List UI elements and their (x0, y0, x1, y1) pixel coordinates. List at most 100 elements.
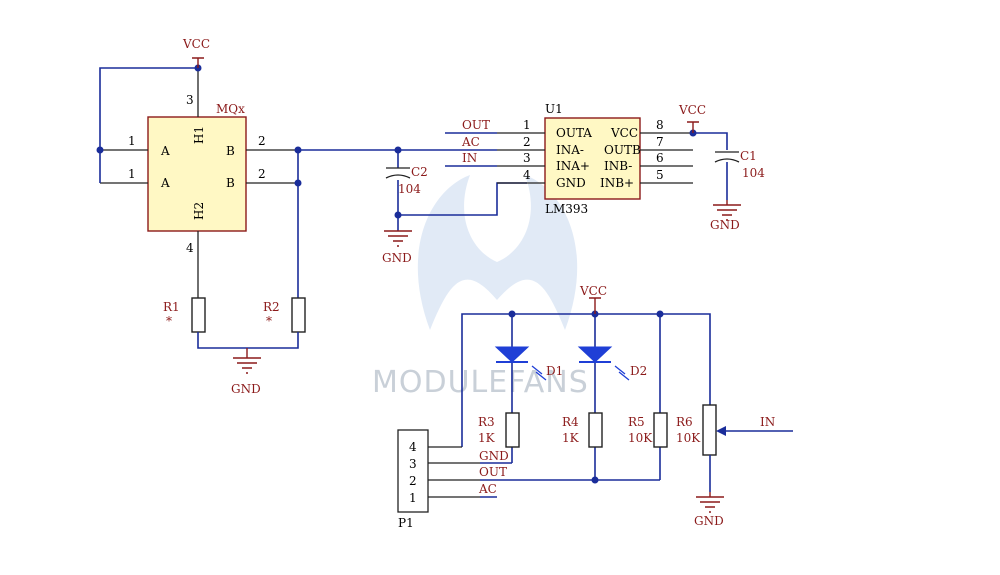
u1-pin6: 6 (656, 151, 664, 165)
net-in: IN (462, 151, 477, 165)
u1-pin1: 1 (523, 118, 531, 132)
ground-symbol (233, 348, 261, 374)
watermark-logo (417, 175, 578, 330)
sensor-wires (99, 67, 398, 298)
watermark-text: MODULEFANS (372, 365, 589, 400)
r4-value: 1K (562, 431, 580, 445)
c1-value: 104 (742, 166, 765, 180)
net-ac: AC (461, 135, 480, 149)
r5-ref: R5 (628, 415, 645, 429)
r1-value: * (166, 314, 172, 328)
u1-part: LM393 (545, 202, 588, 216)
p1-net-gnd: GND (479, 449, 509, 463)
gnd-label-sensor: GND (231, 382, 261, 396)
resistor-r3 (505, 412, 520, 448)
u1-pin5: 5 (656, 168, 664, 182)
p1-ref: P1 (398, 516, 414, 530)
resistor-r4 (588, 412, 603, 448)
gnd-label-c1: GND (710, 218, 740, 232)
mqx-ref: MQx (216, 102, 245, 116)
c2-value: 104 (398, 182, 421, 196)
net-out: OUT (462, 118, 490, 132)
p1-net-ac: AC (478, 482, 497, 496)
u1-inb-plus: INB+ (600, 176, 634, 190)
sensor-pin-a-top: A (160, 144, 170, 158)
r6-wiper-arrow-icon (716, 426, 726, 436)
sensor-pin-leads (100, 70, 298, 298)
u1-pin4: 4 (523, 168, 531, 182)
potentiometer-r6 (702, 404, 717, 456)
sensor-pin1-bottom: 1 (128, 167, 136, 181)
resistor-r2 (291, 297, 306, 333)
header-wires (480, 462, 660, 498)
sensor-h2: H2 (192, 202, 206, 220)
r5-value: 10K (628, 431, 653, 445)
ground-symbol (696, 492, 724, 513)
resistor-r1 (191, 297, 206, 333)
vcc-bus-wire (461, 313, 711, 447)
capacitor-c1 (714, 151, 740, 163)
sensor-pin3: 3 (186, 93, 194, 107)
vcc-symbol (589, 297, 601, 314)
u1-outa: OUTA (556, 126, 592, 140)
u1-ref: U1 (545, 102, 563, 116)
d2-ref: D2 (630, 364, 647, 378)
sensor-pin4: 4 (186, 241, 194, 255)
u1-outb: OUTB (604, 143, 641, 157)
header-leads (428, 446, 480, 498)
p1-pin3: 3 (409, 457, 417, 471)
gnd-label-c2: GND (382, 251, 412, 265)
c2-ref: C2 (411, 165, 428, 179)
p1-pin1: 1 (409, 491, 417, 505)
vcc-symbol (687, 121, 699, 133)
lm393-comparator (544, 117, 641, 200)
r3-ref: R3 (478, 415, 495, 429)
mqx-sensor (147, 116, 247, 232)
u1-pin2: 2 (523, 135, 531, 149)
r6-ref: R6 (676, 415, 693, 429)
capacitor-c2 (385, 167, 411, 179)
gnd-label-pot: GND (694, 514, 724, 528)
vcc-label-sensor: VCC (182, 37, 210, 51)
c1-wires (693, 132, 728, 200)
u1-ina-plus: INA+ (556, 159, 590, 173)
sensor-pin1-top: 1 (128, 134, 136, 148)
u1-vcc: VCC (610, 126, 638, 140)
d1-ref: D1 (546, 364, 563, 378)
lm393-left-wires (445, 132, 497, 167)
vcc-symbol (192, 57, 204, 68)
sensor-pin-a-bottom: A (160, 176, 170, 190)
r2-ref: R2 (263, 300, 280, 314)
vcc-label-led: VCC (579, 284, 607, 298)
u1-pin7: 7 (656, 135, 664, 149)
sensor-pin-b-bottom: B (226, 176, 235, 190)
vcc-label-u1: VCC (678, 103, 706, 117)
lm393-right-leads (640, 132, 693, 184)
u1-pin8: 8 (656, 118, 664, 132)
led-d2-light-icon (614, 365, 630, 381)
u1-ina-minus: INA- (556, 143, 584, 157)
led-d2 (577, 346, 613, 363)
led-d1 (494, 346, 530, 363)
sensor-pin2-top: 2 (258, 134, 266, 148)
header-p1 (397, 429, 429, 513)
lm393-left-leads (497, 132, 545, 184)
r4-ref: R4 (562, 415, 579, 429)
u1-inb-minus: INB- (604, 159, 632, 173)
junction (96, 146, 104, 154)
r1-r2-ground-wire (197, 332, 299, 349)
r6-value: 10K (676, 431, 701, 445)
ground-symbol (384, 230, 412, 247)
r2-value: * (266, 314, 272, 328)
p1-net-out: OUT (479, 465, 507, 479)
r6-net-in: IN (760, 415, 775, 429)
ground-symbol (713, 200, 741, 221)
u1-gnd: GND (556, 176, 586, 190)
led-d1-light-icon (531, 365, 547, 381)
r3-value: 1K (478, 431, 496, 445)
lm393-right-pins: 8 7 6 5 VCC OUTB INB- INB+ (600, 118, 693, 190)
lm393-left-pins: 1 2 3 4 OUTA INA- INA+ GND OUT AC IN (445, 118, 592, 190)
p1-pin4: 4 (409, 440, 417, 454)
